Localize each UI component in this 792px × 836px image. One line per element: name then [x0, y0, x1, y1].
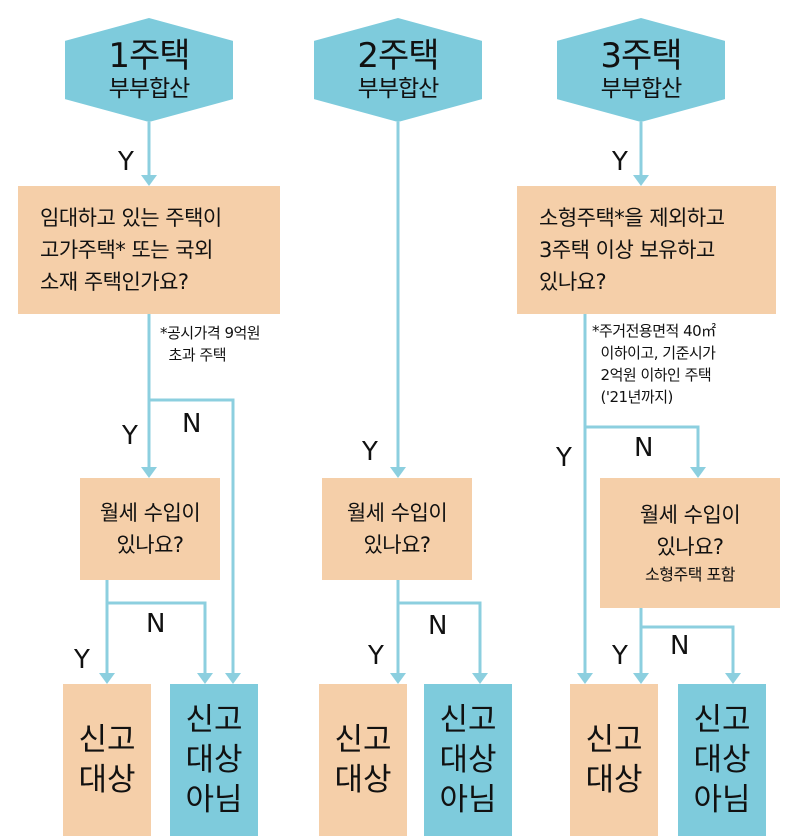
- result-line: 신고: [693, 702, 751, 738]
- arrowhead: [141, 467, 157, 478]
- connector: [641, 625, 735, 676]
- result-report-required: 신고 대상: [570, 684, 658, 836]
- result-line: 대상: [585, 762, 643, 798]
- header-2-houses: 2주택 부부합산: [314, 18, 482, 122]
- result-report-required: 신고 대상: [319, 684, 407, 836]
- yes-label: Y: [556, 443, 572, 473]
- question-line: 임대하고 있는 주택이: [40, 206, 222, 230]
- question-luxury-or-overseas: 임대하고 있는 주택이 고가주택* 또는 국외 소재 주택인가요?: [18, 186, 280, 314]
- result-line: 대상: [693, 742, 751, 778]
- footnote: *주거전용면적 40㎡ 이하이고, 기준시가 2억원 이하인 주택 ('21년까…: [592, 320, 716, 408]
- arrowhead: [390, 673, 406, 684]
- result-report-required: 신고 대상: [63, 684, 151, 836]
- yes-label: Y: [612, 147, 628, 177]
- result-line: 신고: [585, 722, 643, 758]
- question-line: 있나요?: [363, 533, 431, 557]
- question-line: 월세 수입이: [346, 501, 448, 525]
- arrowhead: [633, 175, 649, 186]
- arrowhead: [725, 673, 741, 684]
- no-label: N: [428, 611, 448, 641]
- header-subtitle: 부부합산: [600, 76, 683, 102]
- arrowhead: [690, 467, 706, 478]
- footnote-line: 이하이고, 기준시가: [592, 344, 716, 362]
- no-label: N: [634, 433, 654, 463]
- footnote-line: 초과 주택: [160, 346, 227, 364]
- yes-label: Y: [368, 641, 384, 671]
- result-line: 대상: [185, 742, 243, 778]
- question-monthly-rent: 월세 수입이 있나요?: [322, 478, 472, 580]
- question-line: 3주택 이상 보유하고: [539, 238, 715, 262]
- yes-label: Y: [362, 437, 378, 467]
- yes-label: Y: [74, 645, 90, 675]
- result-line: 대상: [334, 762, 392, 798]
- question-monthly-rent: 월세 수입이 있나요? 소형주택 포함: [600, 478, 780, 608]
- connector: [585, 425, 700, 470]
- no-label: N: [670, 631, 690, 661]
- arrowhead: [141, 175, 157, 186]
- result-line: 대상: [78, 762, 136, 798]
- question-subnote: 소형주택 포함: [645, 565, 735, 584]
- question-line: 고가주택* 또는 국외: [40, 238, 213, 262]
- arrowhead: [99, 673, 115, 684]
- question-monthly-rent: 월세 수입이 있나요?: [80, 478, 220, 580]
- yes-label: Y: [122, 421, 138, 451]
- question-three-or-more-houses: 소형주택*을 제외하고 3주택 이상 보유하고 있나요?: [517, 186, 776, 314]
- result-line: 신고: [439, 702, 497, 738]
- yes-label: Y: [118, 147, 134, 177]
- footnote-line: 2억원 이하인 주택: [592, 366, 712, 384]
- header-title: 1주택: [108, 36, 190, 76]
- header-3-houses: 3주택 부부합산: [557, 18, 725, 122]
- result-line: 신고: [334, 722, 392, 758]
- question-line: 소형주택*을 제외하고: [539, 206, 725, 230]
- question-line: 소재 주택인가요?: [40, 270, 189, 294]
- connector: [149, 398, 235, 676]
- header-title: 2주택: [357, 36, 439, 76]
- arrowhead: [225, 673, 241, 684]
- footnote-line: *공시가격 9억원: [160, 324, 261, 342]
- result-report-not-required: 신고 대상 아님: [424, 684, 512, 836]
- result-line: 아님: [439, 782, 497, 818]
- no-label: N: [146, 609, 166, 639]
- footnote-line: *주거전용면적 40㎡: [592, 322, 716, 340]
- result-line: 신고: [78, 722, 136, 758]
- arrowhead: [577, 673, 593, 684]
- question-line: 월세 수입이: [99, 501, 201, 525]
- arrowhead: [472, 673, 488, 684]
- connector: [107, 601, 207, 676]
- result-line: 신고: [185, 702, 243, 738]
- header-1-house: 1주택 부부합산: [65, 18, 233, 122]
- result-line: 아님: [185, 782, 243, 818]
- header-title: 3주택: [600, 36, 682, 76]
- arrowhead: [390, 467, 406, 478]
- result-report-not-required: 신고 대상 아님: [170, 684, 258, 836]
- header-subtitle: 부부합산: [357, 76, 440, 102]
- question-line: 있나요?: [116, 533, 184, 557]
- result-line: 아님: [693, 782, 751, 818]
- question-line: 있나요?: [656, 535, 724, 559]
- arrowhead: [633, 673, 649, 684]
- connector: [398, 601, 482, 676]
- question-line: 있나요?: [539, 270, 607, 294]
- question-line: 월세 수입이: [639, 503, 741, 527]
- yes-label: Y: [612, 641, 628, 671]
- footnote-line: ('21년까지): [592, 388, 674, 406]
- result-line: 대상: [439, 742, 497, 778]
- result-report-not-required: 신고 대상 아님: [678, 684, 766, 836]
- footnote: *공시가격 9억원 초과 주택: [160, 322, 261, 366]
- no-label: N: [182, 409, 202, 439]
- header-subtitle: 부부합산: [108, 76, 191, 102]
- arrowhead: [197, 673, 213, 684]
